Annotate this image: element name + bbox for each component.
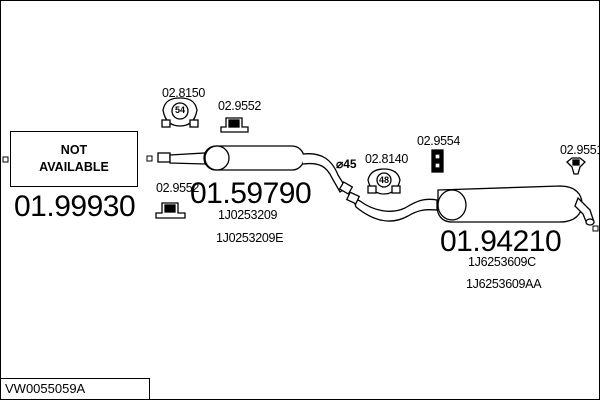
oe-number-middle-2: 1J0253209E xyxy=(216,231,284,245)
connector-mid xyxy=(146,155,153,162)
kit-code-box: VW0055059A xyxy=(0,378,150,400)
pipe-diameter-label: ⌀45 xyxy=(336,157,357,171)
part-number-middle[interactable]: 01.59790 xyxy=(190,177,312,210)
clamp-c-ref[interactable]: 02.9554 xyxy=(417,134,461,148)
clamp-d-drawing xyxy=(566,157,586,175)
hanger-b-ref[interactable]: 02.8140 xyxy=(365,152,409,166)
hanger-b-badge: 48 xyxy=(379,175,390,185)
rubber-hanger-a-drawing xyxy=(161,97,199,128)
hanger-a-ref[interactable]: 02.8150 xyxy=(162,86,206,100)
rubber-hanger-b-drawing xyxy=(367,168,401,195)
connector-right xyxy=(592,225,599,232)
hanger-a-badge: 54 xyxy=(175,105,186,115)
part-number-front[interactable]: 01.99930 xyxy=(14,190,136,223)
rear-silencer-drawing xyxy=(345,185,595,226)
clamp-a-ref[interactable]: 02.9552 xyxy=(218,99,262,113)
middle-silencer-drawing xyxy=(157,145,354,195)
oe-number-middle-1: 1J0253209 xyxy=(218,208,278,222)
part-number-rear[interactable]: 01.94210 xyxy=(440,225,562,258)
clamp-c-drawing xyxy=(431,149,444,173)
kit-code: VW0055059A xyxy=(5,381,86,396)
oe-number-rear-2: 1J6253609AA xyxy=(466,277,542,291)
clamp-b-drawing xyxy=(155,202,186,219)
clamp-d-ref[interactable]: 02.9551 xyxy=(560,143,600,157)
not-available-line1: NOT xyxy=(60,143,88,157)
clamp-a-drawing xyxy=(220,117,249,133)
oe-number-rear-1: 1J6253609C xyxy=(468,255,536,269)
clamp-b-ref[interactable]: 02.9552 xyxy=(156,181,200,195)
not-available-box: NOT AVAILABLE xyxy=(10,131,138,187)
not-available-line2: AVAILABLE xyxy=(39,160,109,174)
connector-left xyxy=(2,156,9,163)
